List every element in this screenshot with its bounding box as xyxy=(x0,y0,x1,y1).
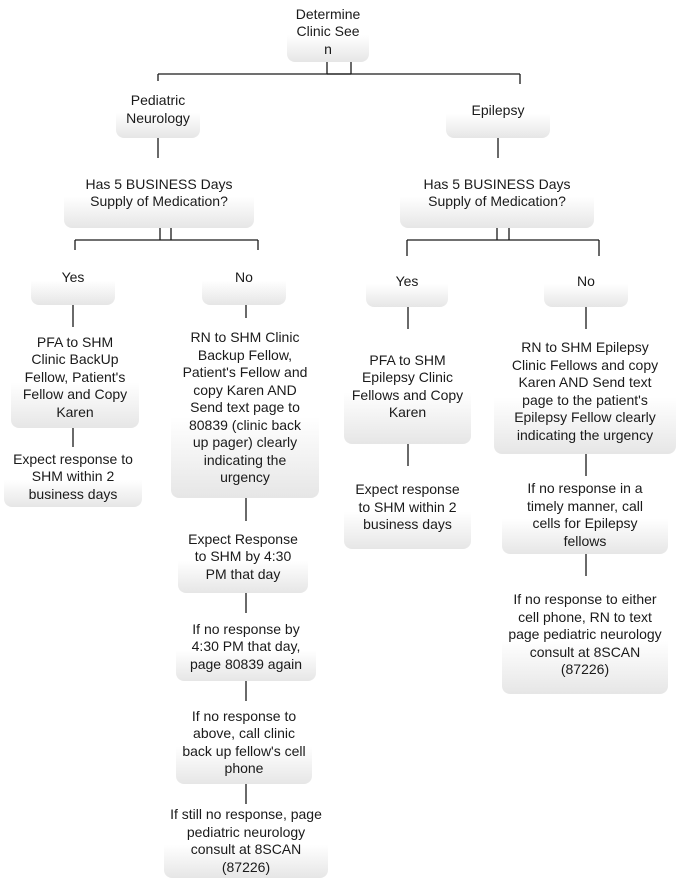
answer-label: Yes xyxy=(61,268,85,285)
step-label: Expect Response to SHM by 4:30 PM that d… xyxy=(188,530,298,582)
step-label: PFA to SHM Epilepsy Clinic Fellows and C… xyxy=(351,351,464,421)
step-left-no-3: If no response by 4:30 PM that day, page… xyxy=(176,613,316,681)
question-right: Has 5 BUSINESS Days Supply of Medication… xyxy=(400,158,594,228)
step-left-yes-2: Expect response to SHM within 2 business… xyxy=(4,447,142,507)
step-label: If no response to above, call clinic bac… xyxy=(182,707,306,777)
step-label: Expect response to SHM within 2 business… xyxy=(355,481,460,533)
answer-no-right: No xyxy=(544,256,628,307)
step-label: Expect response to SHM within 2 business… xyxy=(13,450,133,502)
step-left-no-2: Expect Response to SHM by 4:30 PM that d… xyxy=(178,521,308,593)
answer-label: No xyxy=(577,272,595,289)
root-node: Determine Clinic Seen xyxy=(287,2,369,62)
step-right-yes-1: PFA to SHM Epilepsy Clinic Fellows and C… xyxy=(344,329,471,444)
step-right-yes-2: Expect response to SHM within 2 business… xyxy=(344,466,471,549)
answer-yes-left: Yes xyxy=(31,250,115,305)
step-right-no-1: RN to SHM Epilepsy Clinic Fellows and co… xyxy=(494,329,676,454)
question-left: Has 5 BUSINESS Days Supply of Medication… xyxy=(64,158,254,228)
step-label: If no response in a timely manner, call … xyxy=(527,480,643,549)
step-right-no-3: If no response to either cell phone, RN … xyxy=(502,576,668,694)
step-left-no-1: RN to SHM Clinic Backup Fellow, Patient'… xyxy=(171,318,319,498)
question-label: Has 5 BUSINESS Days Supply of Medication… xyxy=(85,175,233,210)
step-label: If no response by 4:30 PM that day, page… xyxy=(189,620,303,672)
clinic-label: Pediatric Neurology xyxy=(126,92,190,126)
step-label: PFA to SHM Clinic BackUp Fellow, Patient… xyxy=(22,333,128,420)
answer-label: No xyxy=(235,268,253,285)
root-label: Determine Clinic Seen xyxy=(295,5,361,57)
step-left-no-4: If no response to above, call clinic bac… xyxy=(176,701,312,784)
answer-yes-right: Yes xyxy=(366,256,448,307)
step-label: RN to SHM Epilepsy Clinic Fellows and co… xyxy=(511,339,659,443)
step-right-no-2: If no response in a timely manner, call … xyxy=(502,476,668,554)
clinic-pediatric-neurology: Pediatric Neurology xyxy=(116,81,200,138)
clinic-label: Epilepsy xyxy=(471,102,525,119)
answer-no-left: No xyxy=(202,250,286,305)
clinic-epilepsy: Epilepsy xyxy=(446,84,550,138)
step-label: If no response to either cell phone, RN … xyxy=(508,591,662,678)
answer-label: Yes xyxy=(395,272,419,289)
step-label: If still no response, page pediatric neu… xyxy=(170,806,322,875)
question-label: Has 5 BUSINESS Days Supply of Medication… xyxy=(423,175,571,210)
step-left-yes-1: PFA to SHM Clinic BackUp Fellow, Patient… xyxy=(11,327,139,428)
step-left-no-5: If still no response, page pediatric neu… xyxy=(164,804,328,878)
step-label: RN to SHM Clinic Backup Fellow, Patient'… xyxy=(182,329,308,486)
